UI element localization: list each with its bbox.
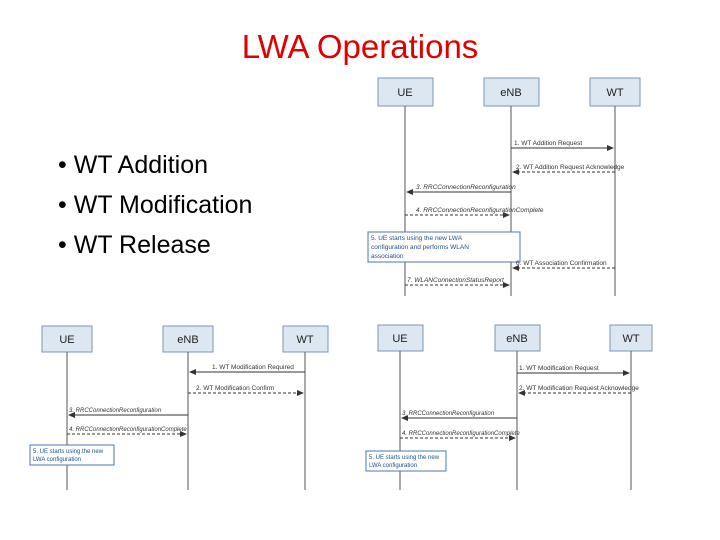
diagram-wt-addition: UE eNB WT 1. WT Addition Request 2. WT A… (367, 77, 641, 296)
slide-title: LWA Operations (241, 28, 479, 65)
bullet-wt-modification: • WT Modification (58, 191, 253, 219)
message-label: 1. WT Modification Required (212, 364, 294, 371)
entity-label-wt: WT (622, 333, 639, 345)
entity-label-ue: UE (397, 87, 412, 99)
message-label: 4. RRCConnectionReconfigurationComplete (69, 427, 187, 433)
message-label: 2. WT Modification Confirm (196, 385, 274, 392)
bullet-wt-release: • WT Release (58, 231, 211, 259)
note-box (29, 444, 115, 466)
message-label: 1. WT Modification Request (519, 365, 599, 372)
note-line: 5. UE starts using the new LWA (371, 235, 463, 242)
note-line: association (371, 253, 404, 260)
entity-label-ue: UE (392, 333, 407, 345)
entity-label-enb: eNB (506, 333, 527, 345)
message-label: 3. RRCConnectionReconfiguration (69, 408, 162, 414)
entity-box-wt (282, 325, 329, 353)
note-box (365, 450, 447, 472)
message-label: 2. WT Addition Request Acknowledge (516, 164, 625, 171)
entity-label-wt: WT (296, 334, 313, 346)
note-line: 5. UE starts using the new (33, 449, 104, 455)
bullet-wt-addition: • WT Addition (58, 151, 209, 179)
note-line: configuration and performs WLAN (371, 244, 469, 251)
message-label: 4. RRCConnectionReconfigurationComplete (402, 431, 520, 437)
entity-box-ue (377, 77, 434, 107)
note-line: LWA configuration (369, 463, 417, 469)
entity-box-enb (483, 77, 540, 107)
diagram-wt-modification: UE eNB WT 1. WT Modification Required 2.… (29, 325, 329, 490)
entity-box-ue (41, 325, 93, 353)
entity-label-enb: eNB (500, 87, 521, 99)
entity-label-enb: eNB (177, 334, 198, 346)
note-line: 5. UE starts using the new (369, 455, 440, 461)
note-line: LWA configuration (33, 457, 81, 463)
entity-label-ue: UE (59, 334, 74, 346)
bullet-list: • WT Addition • WT Modification • WT Rel… (58, 145, 252, 265)
message-label: 3. RRCConnectionReconfiguration (402, 411, 495, 417)
message-label: 1. WT Addition Request (514, 140, 582, 147)
entity-box-wt (609, 324, 653, 352)
message-label: 7. WLANConnectionStatusReport (407, 277, 505, 284)
note-box (367, 231, 521, 263)
message-label: 6. WT Association Confirmation (516, 260, 607, 267)
message-label: 2. WT Modification Request Acknowledge (519, 385, 639, 392)
entity-label-wt: WT (606, 87, 623, 99)
message-label: 4. RRCConnectionReconfigurationComplete (416, 207, 544, 214)
entity-box-enb (494, 324, 541, 352)
diagram-wt-release: UE eNB WT 1. WT Modification Request 2. … (365, 324, 653, 490)
message-label: 3. RRCConnectionReconfiguration (416, 184, 516, 191)
